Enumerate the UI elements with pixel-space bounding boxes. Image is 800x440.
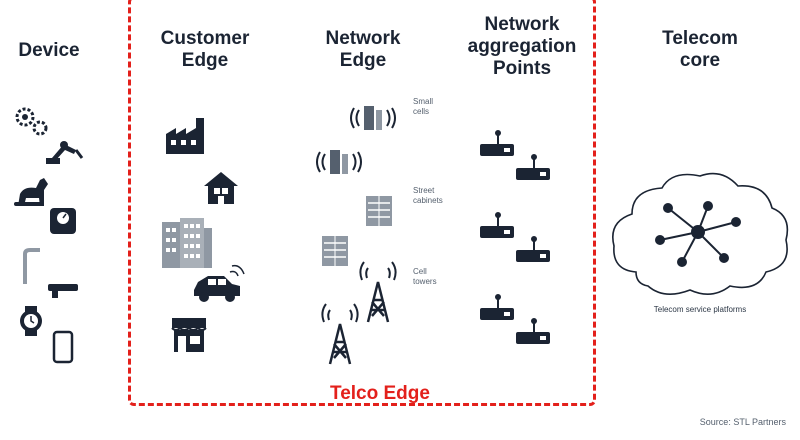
router-icon — [479, 129, 551, 345]
gun-icon — [48, 284, 78, 298]
phone-icon — [52, 330, 74, 364]
customer-edge-header: Customer Edge — [160, 28, 250, 71]
hub-network-icon — [655, 201, 741, 267]
aggregation-header: Network aggregation Points — [467, 14, 577, 79]
scale-icon — [50, 208, 76, 234]
dog-icon — [14, 178, 48, 206]
shop-icon — [171, 318, 207, 352]
office-building-icon — [162, 218, 212, 268]
car-icon — [194, 264, 245, 302]
telecom-core-header: Telecom core — [662, 28, 738, 71]
pipe-icon — [23, 248, 40, 284]
core-caption: Telecom service platforms — [653, 305, 747, 314]
telco-edge-boundary — [128, 0, 596, 406]
gears-icon — [15, 107, 48, 136]
street-cabinet-icon — [321, 195, 393, 267]
cell-towers-note: Cell towers — [413, 267, 437, 286]
cell-tower-icon — [321, 260, 397, 366]
house-icon — [204, 172, 238, 204]
network-edge-header: Network Edge — [325, 28, 401, 71]
source-note: Source: STL Partners — [699, 417, 786, 427]
small-cells-note: Small cells — [413, 97, 434, 116]
telco-edge-label: Telco Edge — [330, 383, 430, 404]
robot-arm-icon — [46, 141, 84, 164]
small-cell-icon — [316, 105, 396, 175]
watch-icon — [20, 306, 42, 336]
device-header: Device — [18, 40, 80, 61]
factory-icon — [166, 118, 204, 154]
street-cabinets-note: Street cabinets — [413, 186, 443, 205]
